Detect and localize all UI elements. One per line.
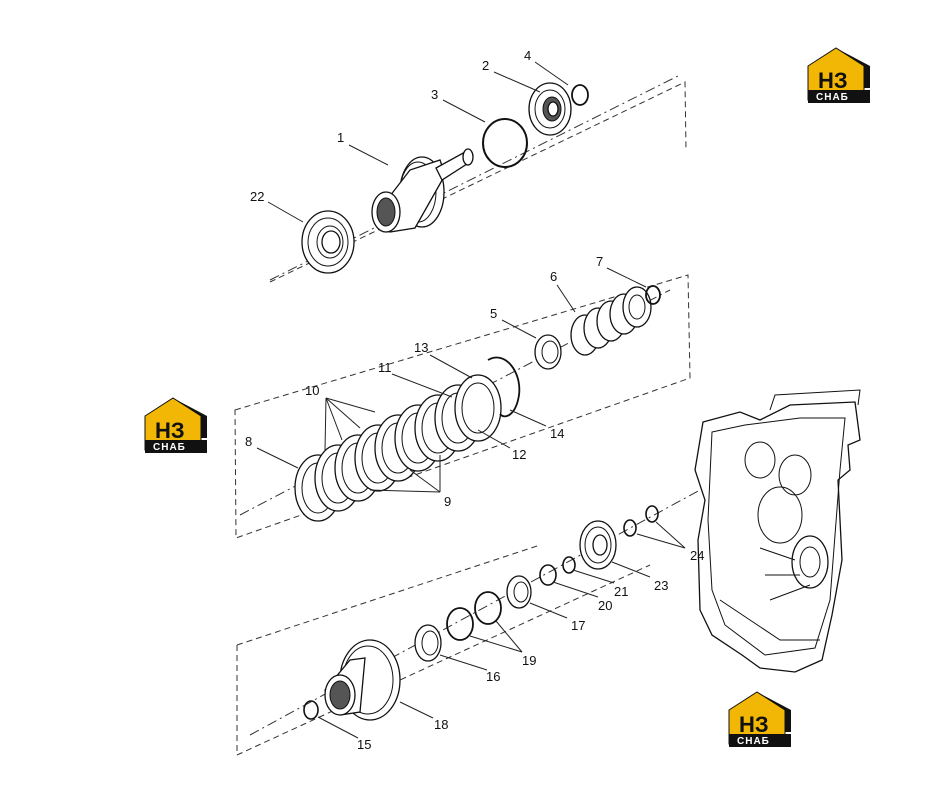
part-22-bearing: [301, 210, 355, 274]
callout-20: 20: [598, 598, 612, 613]
part-24-rings: [623, 505, 659, 537]
callout-8: 8: [245, 434, 252, 449]
callout-14: 14: [550, 426, 564, 441]
watermark-logo-top-right-text: НЗ: [818, 68, 848, 93]
callout-4: 4: [524, 48, 531, 63]
watermark-logo-top-right: НЗ СНАБ: [807, 47, 870, 103]
callout-24: 24: [690, 548, 704, 563]
callout-9: 9: [444, 494, 451, 509]
part-7-ring: [645, 285, 661, 305]
transmission-housing: [694, 389, 861, 673]
callout-2: 2: [482, 58, 489, 73]
clutch-pack-plates: [294, 374, 502, 522]
watermark-logo-left-caption: СНАБ: [153, 442, 186, 453]
callout-12: 12: [512, 447, 526, 462]
part-17-bearing: [506, 575, 532, 609]
part-3-o-ring: [482, 118, 528, 168]
part-18-gear: [324, 639, 401, 721]
callout-21: 21: [614, 584, 628, 599]
watermark-logo-left: НЗ СНАБ: [144, 397, 207, 453]
callout-5: 5: [490, 306, 497, 321]
callout-11: 11: [378, 360, 392, 375]
callout-7: 7: [596, 254, 603, 269]
callout-16: 16: [486, 669, 500, 684]
callout-3: 3: [431, 87, 438, 102]
part-1-gear-shaft: [371, 148, 474, 233]
watermark-logo-bottom-right: НЗ СНАБ: [728, 691, 791, 747]
part-6-spring-washers: [570, 286, 652, 356]
callout-6: 6: [550, 269, 557, 284]
callout-15: 15: [357, 737, 371, 752]
callout-19: 19: [522, 653, 536, 668]
part-21-ring: [562, 556, 576, 574]
part-20-ring: [539, 564, 557, 586]
watermark-logo-left-text: НЗ: [155, 418, 185, 443]
bottom-group-frame: [236, 489, 701, 756]
callout-17: 17: [571, 618, 585, 633]
watermark-logo-top-right-caption: СНАБ: [816, 92, 849, 103]
watermark-logo-bottom-right-caption: СНАБ: [737, 736, 770, 747]
part-16-bearing: [414, 624, 442, 662]
part-14-snap-ring: [487, 356, 521, 418]
part-2-bearing: [528, 82, 572, 136]
callout-13: 13: [414, 340, 428, 355]
callout-23: 23: [654, 578, 668, 593]
part-5-bushing: [534, 334, 562, 370]
callout-18: 18: [434, 717, 448, 732]
callout-1: 1: [337, 130, 344, 145]
part-4-snap-ring: [571, 84, 589, 106]
callout-labels: 1 2 3 4 5 6 7 8 9 10 11 12 13 14 15 16 1…: [245, 48, 704, 752]
callout-10: 10: [305, 383, 319, 398]
part-15-ring: [303, 700, 319, 720]
leader-lines: [256, 61, 686, 739]
watermark-logo-bottom-right-text: НЗ: [739, 712, 769, 737]
callout-22: 22: [250, 189, 264, 204]
part-23-bearing: [579, 520, 617, 570]
part-19-rings: [446, 591, 502, 641]
